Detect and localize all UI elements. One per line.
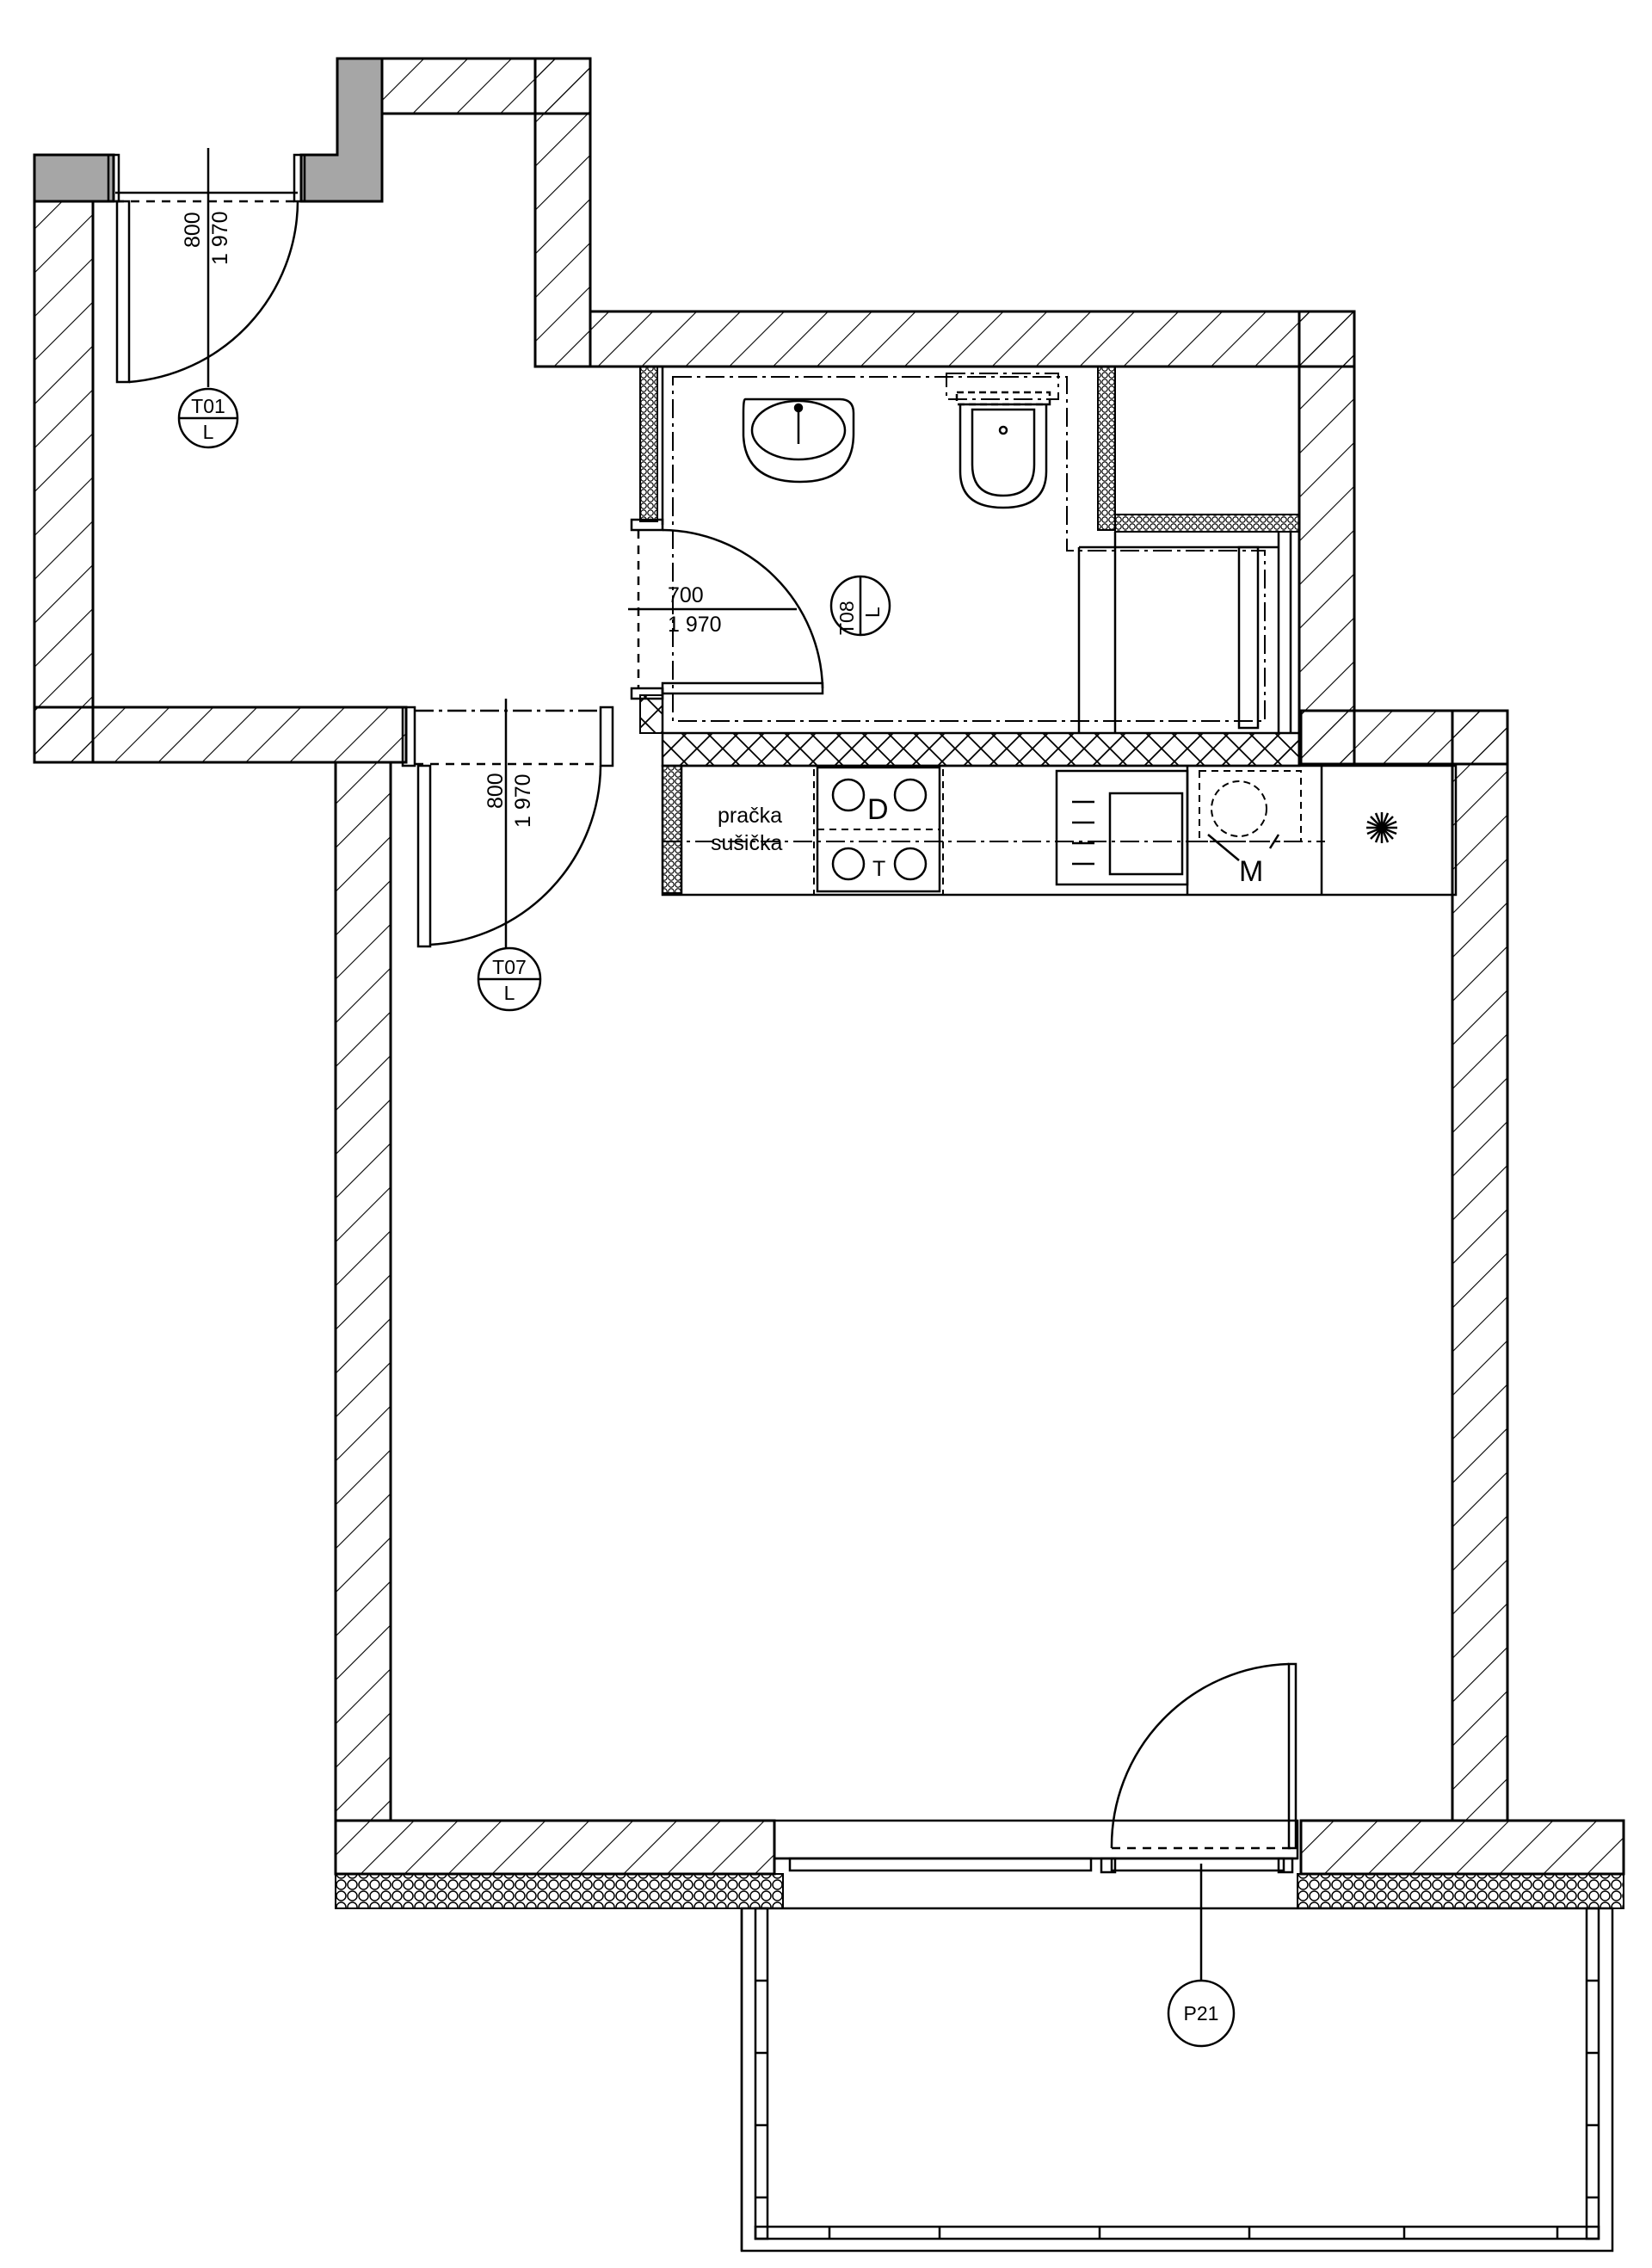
t08-hand: L bbox=[861, 607, 884, 618]
partition-bath-left-jamb bbox=[639, 694, 663, 734]
wall-hall-left bbox=[33, 200, 95, 764]
appliance-m-label: M bbox=[1239, 855, 1263, 888]
hob-d-label: D bbox=[867, 793, 889, 826]
insulation-bottom-right bbox=[1297, 1873, 1624, 1909]
existing-wall-corner bbox=[299, 57, 384, 203]
wall-hall-bottom bbox=[33, 706, 408, 764]
door-t07 bbox=[401, 699, 614, 1012]
t01-hand: L bbox=[203, 421, 214, 443]
dryer-label: sušička bbox=[711, 831, 782, 855]
washbasin bbox=[742, 398, 855, 484]
insulation-shaft-left bbox=[1097, 366, 1116, 531]
labels: 800 1 970 T01 L 800 1 970 T07 L 700 1 97… bbox=[181, 211, 1263, 2025]
fan-symbol-icon bbox=[1366, 812, 1397, 843]
bathroom-outline bbox=[672, 373, 1266, 722]
t08-tag: T08 bbox=[835, 601, 858, 635]
hob-t-label: T bbox=[872, 857, 885, 881]
toilet bbox=[955, 391, 1051, 509]
partition-crosshatch bbox=[661, 731, 1301, 767]
wall-bottom-right bbox=[1299, 1819, 1625, 1876]
t07-hand: L bbox=[504, 982, 515, 1004]
washer-label: pračka bbox=[718, 804, 782, 828]
t07-width-label: 800 bbox=[484, 773, 508, 809]
t01-tag: T01 bbox=[191, 395, 225, 417]
insulation-bottom-left bbox=[335, 1873, 784, 1909]
wall-bottom-left bbox=[334, 1819, 776, 1876]
t07-tag: T07 bbox=[492, 956, 527, 978]
hatched-walls bbox=[33, 57, 1625, 1876]
wall-top-b bbox=[533, 57, 592, 368]
t07-height-label: 1 970 bbox=[511, 773, 535, 828]
wall-right-bath bbox=[1298, 310, 1356, 766]
wall-top-c bbox=[589, 310, 1356, 368]
wall-main-left bbox=[334, 761, 392, 1822]
existing-wall-left bbox=[33, 153, 115, 203]
t08-height-label: 1 970 bbox=[668, 613, 722, 637]
window-tag: P21 bbox=[1184, 2002, 1219, 2025]
insulation-kitchen bbox=[662, 765, 682, 894]
t08-width-label: 700 bbox=[668, 583, 704, 607]
t01-width-label: 800 bbox=[181, 212, 205, 248]
insulation bbox=[335, 366, 1624, 1909]
door-t01 bbox=[107, 148, 306, 449]
balcony bbox=[740, 1907, 1614, 2253]
existing-walls bbox=[33, 57, 384, 203]
door-t08 bbox=[628, 518, 891, 700]
t01-height-label: 1 970 bbox=[208, 211, 232, 265]
wall-main-right bbox=[1451, 709, 1509, 1822]
kitchen-counter bbox=[661, 764, 1458, 897]
insulation-shaft-bottom bbox=[1114, 514, 1300, 533]
door-p21 bbox=[773, 1662, 1299, 2048]
insulation-bath-left bbox=[639, 366, 658, 522]
